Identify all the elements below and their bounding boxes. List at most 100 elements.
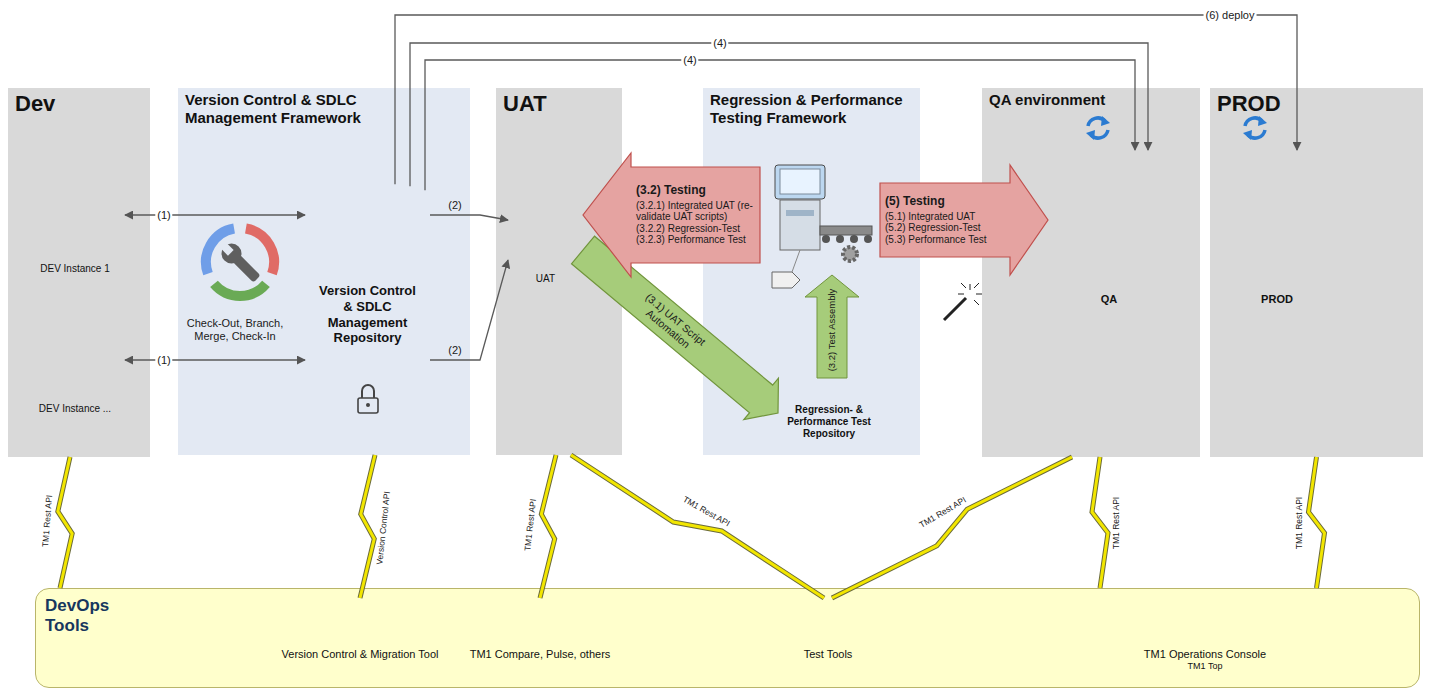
panel-title: QA environment [982, 88, 1200, 112]
bolt-line [1092, 457, 1108, 588]
bolt-outline [1092, 457, 1108, 588]
flow-arrow [125, 360, 305, 361]
panel-title: Dev [8, 88, 150, 120]
bolt-line [1309, 457, 1325, 588]
bolt-line [832, 457, 1072, 598]
band-ground [35, 588, 1420, 688]
tool-icon [331, 598, 389, 644]
edge-label: TM1 Rest API [1112, 494, 1122, 550]
server-cube: DEV Instance 1 [25, 170, 125, 275]
edge-label: (2) [446, 344, 463, 357]
band-title: DevOps Tools [35, 588, 145, 645]
repository-cylinder: Version Control & SDLC Management Reposi… [305, 183, 430, 428]
tool-window: TM1 Operations ConsoleTM1 Top [1140, 598, 1271, 672]
bolt-outline [540, 455, 556, 598]
edge-label: (3.1) UAT Script Automation [618, 276, 727, 373]
edge-label: (6) deploy [1204, 9, 1257, 22]
cube-shape [508, 190, 583, 270]
edge-label: TM1 Rest API [679, 494, 733, 530]
edge-label: TM1 Rest API [917, 494, 971, 531]
api-link [1309, 457, 1325, 588]
cube-label: QA [1101, 293, 1118, 306]
bolt-line [58, 457, 72, 588]
cube-shape [1222, 150, 1332, 290]
panel-title: PROD [1210, 88, 1423, 120]
tool-label: Version Control & Migration Tool [282, 648, 439, 661]
test-step: (5.3) Performance Test [885, 234, 1005, 246]
api-link [571, 455, 824, 598]
panel-ground [496, 88, 622, 455]
test-step: (3.2.2) Regression-Test [636, 223, 755, 235]
tool-window: Test Tools [796, 598, 860, 661]
framework-panel: Version Control & SDLC Management Reposi… [178, 88, 470, 455]
connector-line [125, 214, 305, 215]
flow-arrow [125, 215, 305, 216]
cube-label: DEV Instance ... [39, 403, 111, 415]
edge-label: (1) [155, 354, 172, 367]
repository-label: Regression- & Performance Test Repositor… [781, 404, 877, 440]
bolt-line [571, 455, 824, 598]
tool-label: TM1 Operations Console [1144, 648, 1266, 661]
api-link [832, 457, 1072, 598]
arrow-text: (5) Testing(5.1) Integrated UAT(5.2) Reg… [885, 195, 1005, 245]
tool-label: Test Tools [804, 648, 853, 661]
magic-wand [944, 283, 982, 320]
repository-cylinder: Regression- & Performance Test Repositor… [778, 378, 880, 454]
tool-icon [1176, 598, 1234, 644]
cube-label: PROD [1261, 293, 1293, 306]
bolt-outline [58, 457, 72, 588]
edge-label: (5) Testing [885, 195, 1005, 209]
panel-ground [703, 88, 920, 455]
edge-label: (2) [446, 199, 463, 212]
api-link [1092, 457, 1108, 588]
test-step: (3.2.1) Integrated UAT (re-validate UAT … [636, 200, 755, 223]
arrow-text: (3.2) Testing(3.2.1) Integrated UAT (re-… [636, 184, 755, 246]
connector-line [125, 359, 305, 360]
panel-ground [178, 88, 470, 455]
server-cube: QA [1048, 150, 1170, 306]
server-cube: UAT [508, 190, 583, 285]
tool-icon [511, 598, 569, 644]
tool-window: TM1 Compare, Pulse, others [466, 598, 615, 661]
panel-title: Regression & Performance Testing Framewo… [703, 88, 920, 130]
panel-ground [1210, 88, 1423, 457]
cube-shape [25, 170, 125, 260]
test-step: (3.2.3) Performance Test [636, 234, 755, 246]
panel-ground [982, 88, 1200, 457]
api-link [540, 455, 556, 598]
bolt-outline [832, 457, 1072, 598]
edge-label: Version Control API [375, 489, 393, 567]
repository-label: Version Control & SDLC Management Reposi… [314, 283, 422, 345]
environment-panel: UATUAT [496, 88, 622, 455]
bolt-outline [360, 455, 375, 598]
test-step: (5.1) Integrated UAT [885, 211, 1005, 223]
cube-shape [25, 315, 125, 400]
edge-label: (1) [155, 209, 172, 222]
tool-icon [799, 598, 857, 644]
tool-window: Version Control & Migration Tool [278, 598, 443, 661]
panel-title: Version Control & SDLC Management Framew… [178, 88, 387, 130]
environment-panel: PROD PROD [1210, 88, 1423, 457]
cube-label: DEV Instance 1 [40, 263, 109, 275]
server-cube: PROD [1222, 150, 1332, 306]
framework-panel: Regression- & Performance Test Repositor… [703, 88, 920, 455]
api-link [360, 455, 375, 598]
bolt-line [360, 455, 375, 598]
tool-label: TM1 Compare, Pulse, others [470, 648, 611, 661]
note-text: (3.2) Test Assembly [827, 289, 838, 372]
note-text: Check-Out, Branch, Merge, Check-In [179, 317, 291, 342]
bolt-outline [571, 455, 824, 598]
api-link [58, 457, 72, 588]
tool-label: TM1 Top [1188, 661, 1223, 672]
edge-label: TM1 Rest API [41, 493, 55, 550]
tools-band: Version Control & Migration Tool TM1 Comp… [35, 588, 1420, 688]
server-cube: DEV Instance ... [25, 315, 125, 415]
bolt-line [540, 455, 556, 598]
edge-label: (4) [681, 54, 698, 67]
edge-label: (4) [711, 37, 728, 50]
environment-panel: QA QA environment [982, 88, 1200, 457]
edge-label: TM1 Rest API [523, 496, 539, 553]
cube-shape [1048, 150, 1170, 290]
edge-label: TM1 Rest API [1295, 494, 1305, 550]
bolt-outline [1309, 457, 1325, 588]
